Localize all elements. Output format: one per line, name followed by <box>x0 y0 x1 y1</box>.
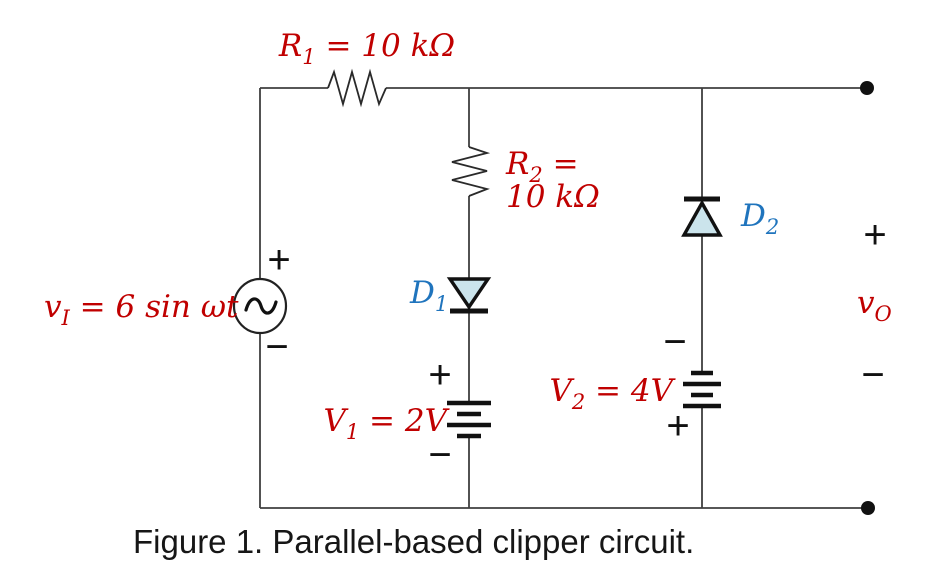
terminal-dot-bottom <box>861 501 875 515</box>
output-plus-sign: + <box>863 213 886 257</box>
v1-plus-sign: + <box>428 353 451 397</box>
wires <box>259 87 868 509</box>
d1-label: D1 <box>409 275 448 316</box>
source-plus-sign: + <box>267 238 290 282</box>
r2-label-line2: 10 kΩ <box>506 179 600 215</box>
diode-d1-triangle <box>446 277 492 311</box>
figure-caption: Figure 1. Parallel-based clipper circuit… <box>133 523 694 560</box>
v1-label: V1 = 2V <box>323 403 450 444</box>
sine-wave-icon <box>244 297 278 315</box>
r2-label-line1: R2 = <box>505 146 579 187</box>
output-minus-sign: − <box>861 353 884 397</box>
d2-label: D2 <box>740 198 779 239</box>
diode-d2-symbol <box>681 196 723 237</box>
diode-d1-symbol <box>446 277 492 314</box>
resistor-r2-symbol <box>451 146 491 197</box>
ac-source-symbol <box>232 277 288 335</box>
battery-v2-symbol <box>683 370 721 409</box>
vin-label: vI = 6 sin ωt <box>44 289 239 330</box>
r1-label: R1 = 10 kΩ <box>278 28 455 69</box>
v2-plus-sign: + <box>666 404 689 448</box>
v2-label: V2 = 4V <box>549 373 676 414</box>
terminal-dot-top <box>860 81 874 95</box>
diode-d2-triangle <box>681 199 723 237</box>
resistor-r1-symbol <box>327 68 387 108</box>
vout-label: vO <box>857 285 892 326</box>
battery-v1-symbol <box>447 400 491 439</box>
source-minus-sign: − <box>265 325 288 369</box>
v2-minus-sign: − <box>663 320 686 364</box>
v1-minus-sign: − <box>428 433 451 477</box>
